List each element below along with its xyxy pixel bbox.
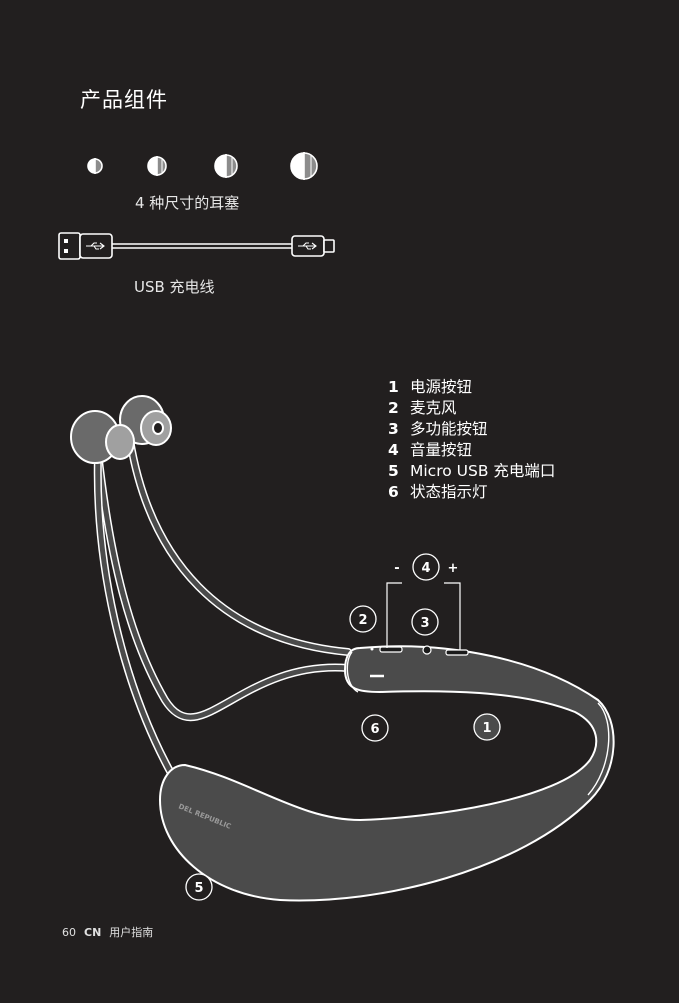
- usb-cable-caption: USB 充电线: [134, 278, 215, 296]
- part-label: 麦克风: [410, 399, 457, 417]
- part-label: 音量按钮: [410, 441, 473, 459]
- parts-list-item: 3 多功能按钮: [388, 419, 555, 440]
- part-number: 6: [388, 483, 399, 501]
- eartip-small-icon: [87, 158, 103, 174]
- callout-5: 5: [185, 873, 213, 901]
- part-number: 2: [388, 399, 399, 417]
- svg-text:6: 6: [370, 722, 379, 737]
- svg-text:3: 3: [420, 616, 429, 631]
- svg-text:5: 5: [194, 881, 203, 896]
- callout-lines: [386, 582, 461, 650]
- part-number: 3: [388, 420, 399, 438]
- page-title: 产品组件: [80, 88, 168, 112]
- volume-minus-label: -: [394, 561, 399, 576]
- neckband: [158, 645, 615, 902]
- part-number: 4: [388, 441, 399, 459]
- language-code: CN: [84, 926, 102, 939]
- parts-list-item: 5 Micro USB 充电端口: [388, 461, 555, 482]
- volume-plus-label: +: [448, 561, 459, 576]
- usb-a-plug: [58, 232, 81, 260]
- svg-text:2: 2: [358, 613, 367, 628]
- part-label: Micro USB 充电端口: [410, 462, 556, 480]
- parts-list-item: 1 电源按钮: [388, 377, 555, 398]
- callout-1: 1: [473, 713, 501, 741]
- eartips-caption: 4 种尺寸的耳塞: [135, 194, 240, 212]
- usb-cable-illustration: [58, 232, 335, 260]
- part-number: 1: [388, 378, 399, 396]
- callout-4: 4: [412, 553, 440, 581]
- parts-list-item: 4 音量按钮: [388, 440, 555, 461]
- headphones-illustration: DEL REPUBLIC: [70, 395, 615, 902]
- callout-3: 3: [411, 608, 439, 636]
- guide-title: 用户指南: [109, 926, 154, 939]
- svg-text:1: 1: [482, 721, 491, 736]
- eartip-large-icon: [214, 154, 238, 178]
- eartip-medium-icon: [147, 156, 167, 176]
- page-number: 60: [62, 926, 76, 939]
- parts-list-item: 2 麦克风: [388, 398, 555, 419]
- svg-text:4: 4: [421, 561, 430, 576]
- eartip-xlarge-icon: [290, 152, 318, 180]
- microphone-hole: [370, 647, 374, 651]
- callout-2: 2: [349, 605, 377, 633]
- parts-list-item: 6 状态指示灯: [388, 482, 555, 503]
- volume-minus-button: [379, 646, 403, 653]
- part-label: 电源按钮: [410, 378, 473, 396]
- part-label: 状态指示灯: [410, 483, 488, 501]
- callout-6: 6: [361, 714, 389, 742]
- page-footer: 60 CN 用户指南: [62, 924, 153, 940]
- multifunction-button: [422, 645, 432, 655]
- volume-plus-button: [445, 649, 469, 656]
- earbud-left: [70, 410, 135, 464]
- eartips-illustration: [87, 152, 318, 180]
- part-label: 多功能按钮: [410, 420, 488, 438]
- part-number: 5: [388, 462, 399, 480]
